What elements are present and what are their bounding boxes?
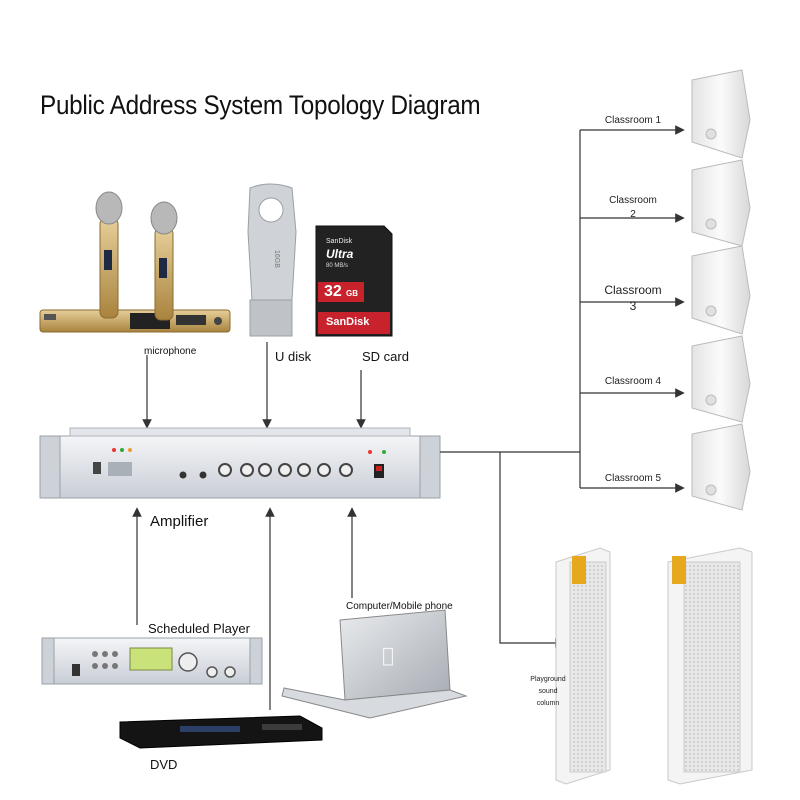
wall-speaker-3 (691, 245, 751, 335)
playground-line1: Playground (530, 676, 566, 683)
label-scheduled-player: Scheduled Player (148, 621, 250, 636)
classroom-1-line1: Classroom 1 (604, 115, 662, 126)
label-amplifier: Amplifier (150, 513, 209, 530)
classroom-3-line1: Classroom (604, 283, 662, 297)
column-speaker-1 (555, 547, 611, 785)
classroom-5-line1: Classroom 5 (604, 473, 662, 484)
output-bus (440, 125, 685, 648)
microphone-device (39, 191, 231, 333)
wall-speaker-1 (691, 69, 751, 159)
playground-line3: column (536, 700, 560, 707)
classroom-3-line2: 3 (629, 299, 637, 313)
u-disk-device: 16GB (247, 183, 297, 337)
label-sd-card: SD card (362, 349, 409, 364)
scheduled-player-device (41, 637, 263, 685)
classroom-4-line1: Classroom 4 (604, 376, 662, 387)
sd-card-brand: SanDisk (326, 238, 353, 245)
classroom-2-line2: 2 (630, 209, 636, 220)
diagram-title: Public Address System Topology Diagram (40, 90, 481, 120)
label-u-disk: U disk (275, 349, 312, 364)
playground-line2: sound (538, 688, 558, 695)
sd-card-speed: 80 MB/s (326, 263, 349, 269)
sd-card-model: Ultra (326, 247, 354, 261)
svg-text::  (382, 643, 394, 667)
label-classroom-3: Classroom 3 (600, 282, 666, 314)
amplifier-device (39, 427, 441, 499)
svg-text:16GB: 16GB (273, 250, 280, 268)
dvd-device (119, 715, 323, 749)
sd-card-device (315, 225, 393, 337)
classroom-2-line1: Classroom (609, 195, 657, 206)
wall-speaker-2 (691, 159, 751, 247)
label-classroom-1: Classroom 1 (600, 114, 666, 128)
laptop-device:  (281, 609, 468, 719)
sd-card-logo: SanDisk (326, 316, 370, 328)
label-classroom-5: Classroom 5 (600, 472, 666, 486)
label-playground-column: Playground sound column (522, 674, 574, 710)
column-speaker-2 (667, 547, 753, 785)
sd-card-capacity: 32 (324, 283, 342, 300)
label-classroom-2: Classroom 2 (600, 194, 666, 222)
wall-speaker-5 (691, 423, 751, 511)
label-microphone: microphone (144, 346, 197, 357)
label-classroom-4: Classroom 4 (600, 375, 666, 389)
sd-card-unit: GB (346, 289, 358, 298)
label-computer-mobile: Computer/Mobile phone (346, 601, 453, 612)
wall-speaker-4 (691, 335, 751, 423)
label-dvd: DVD (150, 757, 178, 772)
